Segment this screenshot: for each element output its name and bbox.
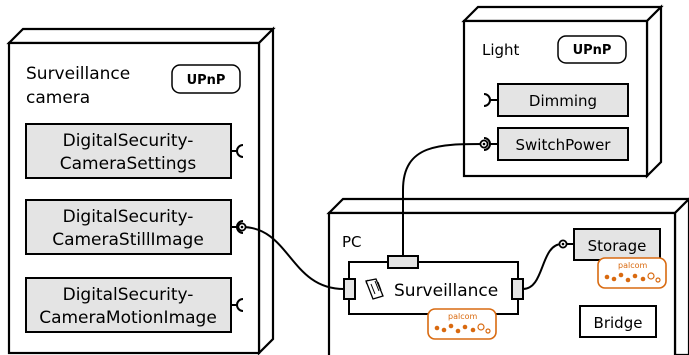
surveillance-port-top[interactable] (387, 255, 419, 269)
camera-upnp-badge: UPnP (171, 64, 241, 94)
storage-component[interactable]: Storage (573, 228, 661, 261)
light-node-side-face (645, 4, 663, 179)
surveillance-component-label: Surveillance (394, 281, 498, 301)
connector-switch-power (402, 139, 489, 256)
camera-still-image-socket (231, 220, 244, 234)
camera-motion-image-socket (231, 298, 244, 312)
surveillance-port-left[interactable] (343, 278, 356, 300)
camera-node-title-line2: camera (26, 88, 90, 108)
dimming-socket (483, 93, 498, 107)
light-node: Light UPnP Dimming SwitchPower (461, 4, 664, 179)
light-upnp-badge: UPnP (557, 35, 627, 64)
service-dimming[interactable]: Dimming (497, 83, 629, 117)
service-switch-power-label: SwitchPower (516, 136, 612, 154)
storage-label: Storage (588, 237, 647, 255)
palcom-logo-surveillance: palcom (427, 308, 497, 340)
service-switch-power[interactable]: SwitchPower (497, 127, 629, 161)
service-camera-settings-line1: DigitalSecurity- (63, 131, 194, 151)
palcom-surveillance-label: palcom (448, 312, 477, 321)
surveillance-camera-node: Surveillance camera UPnP DigitalSecurity… (6, 26, 276, 355)
service-camera-settings[interactable]: DigitalSecurity- CameraSettings (25, 123, 232, 179)
surveillance-component[interactable]: Surveillance (348, 261, 519, 315)
bridge-label: Bridge (594, 314, 643, 332)
service-dimming-label: Dimming (529, 92, 597, 110)
camera-settings-socket (231, 144, 244, 158)
pc-node-top-face (326, 197, 689, 215)
connector-storage (522, 239, 568, 290)
service-camera-settings-line2: CameraSettings (60, 154, 197, 174)
switch-power-socket (483, 137, 498, 151)
camera-node-top-face (6, 27, 276, 45)
pc-node: PC Surveillance palcom (326, 197, 689, 355)
service-camera-motion-image-line1: DigitalSecurity- (63, 285, 194, 305)
service-camera-motion-image-line2: CameraMotionImage (39, 308, 217, 328)
service-camera-still-image[interactable]: DigitalSecurity- CameraStillImage (25, 199, 232, 255)
connector-still-image (237, 222, 345, 290)
service-camera-still-image-line1: DigitalSecurity- (63, 207, 194, 227)
service-camera-motion-image[interactable]: DigitalSecurity- CameraMotionImage (25, 277, 232, 333)
pc-node-title: PC (342, 233, 362, 251)
palcom-logo-storage: palcom (597, 257, 667, 289)
service-camera-still-image-line2: CameraStillImage (52, 230, 204, 250)
surveillance-port-right[interactable] (511, 278, 524, 300)
palcom-storage-label: palcom (618, 261, 647, 270)
camera-node-side-face (257, 26, 275, 355)
script-icon (365, 278, 384, 300)
light-upnp-label: UPnP (573, 43, 612, 58)
pc-node-side-face (673, 197, 689, 355)
light-node-top-face (461, 5, 664, 23)
light-node-title: Light (482, 41, 520, 59)
bridge-component[interactable]: Bridge (579, 305, 657, 338)
camera-upnp-label: UPnP (187, 73, 226, 88)
camera-node-title-line1: Surveillance (26, 64, 130, 84)
